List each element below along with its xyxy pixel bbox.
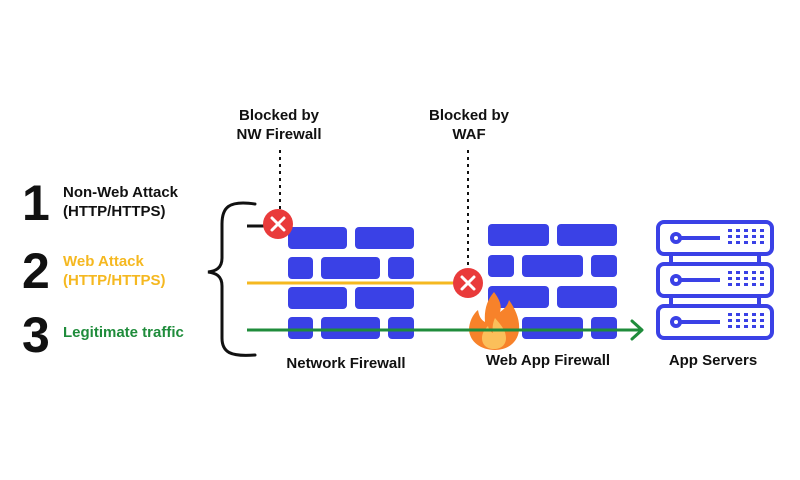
brick [522,255,583,277]
brick [557,286,617,308]
network-firewall-icon [288,227,414,339]
vent-dot [752,319,756,322]
vent-dot [728,271,732,274]
vent-dot [728,235,732,238]
vent-dot [744,325,748,328]
vent-dot [752,271,756,274]
brick [488,255,514,277]
vent-dot [760,325,764,328]
callout-line2: NW Firewall [236,126,322,143]
traffic-number-1: 1 [22,175,50,231]
vent-dot [744,271,748,274]
vent-dot [744,313,748,316]
vent-dot [736,241,740,244]
vent-dot [728,319,732,322]
brace-icon [207,201,257,357]
vent-dot [728,283,732,286]
traffic-label-line1: Legitimate traffic [63,324,184,341]
network-firewall-label: Network Firewall [286,355,406,372]
traffic-label-legitimate: Legitimate traffic [63,323,184,342]
traffic-label-line1: Web Attack [63,253,144,270]
callout-line1: Blocked by [238,107,320,124]
x-circle-icon [453,268,483,298]
vent-dot [736,277,740,280]
vent-dot [744,229,748,232]
traffic-label-web-attack: Web Attack (HTTP/HTTPS) [63,252,166,290]
arrow-right-icon [630,319,644,341]
vent-dot [744,235,748,238]
brick [288,287,347,309]
app-servers-label: App Servers [668,352,758,369]
brick [321,317,380,339]
x-circle-icon [263,209,293,239]
vent-dot [760,313,764,316]
brick [522,317,583,339]
brick [288,227,347,249]
vent-dot [760,241,764,244]
brick [388,257,414,279]
brick [488,224,549,246]
vent-dot [728,313,732,316]
brick [288,257,313,279]
callout-blocked-by-nw-firewall: Blocked by NW Firewall [214,106,344,144]
vent-dot [752,229,756,232]
brick [591,255,617,277]
vent-dot [736,283,740,286]
vent-dot [752,283,756,286]
vent-dot [752,313,756,316]
web-app-firewall-label: Web App Firewall [485,352,611,369]
vent-dot [736,325,740,328]
traffic-label-line2: (HTTP/HTTPS) [63,272,166,289]
callout-line2: WAF [452,126,486,143]
traffic-label-non-web-attack: Non-Web Attack (HTTP/HTTPS) [63,183,178,221]
callout-blocked-by-waf: Blocked by WAF [404,106,534,144]
vent-dot [728,229,732,232]
vent-dot [744,277,748,280]
fire-icon [469,292,520,350]
vent-dot [728,241,732,244]
brick [388,317,414,339]
traffic-label-line1: Non-Web Attack [63,184,179,201]
vent-dot [728,277,732,280]
vent-dot [736,271,740,274]
vent-dot [760,283,764,286]
vent-dot [760,277,764,280]
vent-dot [744,283,748,286]
brick [321,257,380,279]
vent-dot [752,235,756,238]
brick [557,224,617,246]
vent-dot [736,229,740,232]
vent-dot [760,229,764,232]
traffic-number-2: 2 [22,243,50,299]
vent-dot [736,319,740,322]
vent-dot [760,271,764,274]
brick [591,317,617,339]
server-rack-icon [656,220,774,340]
vent-dot [736,313,740,316]
traffic-label-line2: (HTTP/HTTPS) [63,203,166,220]
web-app-firewall-icon [488,224,617,339]
brick [288,317,313,339]
vent-dot [760,319,764,322]
vent-dot [744,319,748,322]
callout-line1: Blocked by [428,107,510,124]
vent-dot [760,235,764,238]
vent-dot [728,325,732,328]
vent-dot [752,277,756,280]
traffic-number-3: 3 [22,307,50,363]
vent-dot [736,235,740,238]
server-vent-dots [728,229,764,328]
brick [488,286,549,308]
brick [355,287,414,309]
vent-dot [752,325,756,328]
brick [355,227,414,249]
vent-dot [744,241,748,244]
vent-dot [752,241,756,244]
